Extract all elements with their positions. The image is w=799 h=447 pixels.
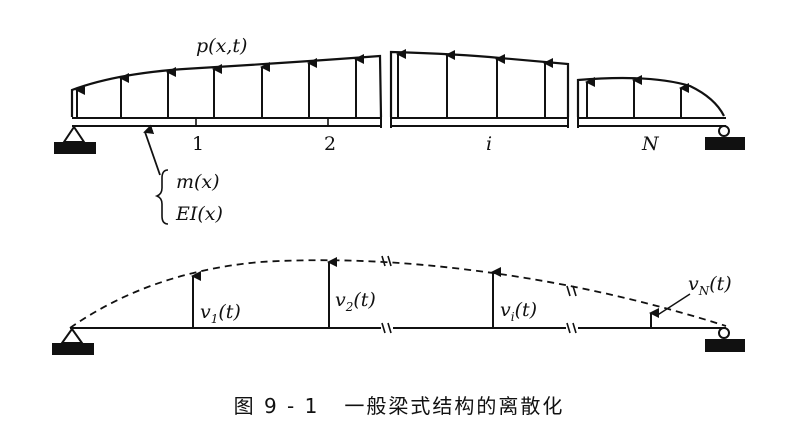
roller-support-top-right xyxy=(705,125,745,150)
v1-label-main: v xyxy=(200,301,211,323)
v2-label-main: v xyxy=(335,289,346,311)
v2-label-sub: 2 xyxy=(345,300,354,314)
v2-label: v2(t) xyxy=(335,289,376,314)
load-diagram xyxy=(70,49,725,118)
vn-label-sub: N xyxy=(698,284,710,298)
vi-label-arg: (t) xyxy=(515,299,537,321)
beam-top xyxy=(72,116,726,128)
vn-label: vN(t) xyxy=(688,273,732,298)
beam-break-marks xyxy=(381,255,577,334)
vi-label-main: v xyxy=(500,299,511,321)
v1-label: v1(t) xyxy=(200,301,241,326)
deflected-shape xyxy=(69,259,727,329)
load-label: p(x,t) xyxy=(196,35,247,57)
top-beam-figure: p(x,t) 1 2 i N m(x) EI(x) xyxy=(54,35,745,225)
v1-label-arg: (t) xyxy=(218,301,240,323)
vi-label-sub: i xyxy=(511,310,515,324)
pin-support-bottom-left xyxy=(52,327,94,355)
bottom-beam-figure: v1(t) v2(t) vi(t) vN(t) xyxy=(52,255,745,355)
v2-label-arg: (t) xyxy=(353,289,375,311)
v1-label-sub: 1 xyxy=(211,312,219,326)
vn-label-main: v xyxy=(688,273,699,295)
node-label-i: i xyxy=(486,133,492,155)
figure-caption: 图 9 - 1 一般梁式结构的离散化 xyxy=(234,394,565,418)
vn-label-arg: (t) xyxy=(709,273,731,295)
pin-support-top-left xyxy=(54,125,96,154)
vi-label: vi(t) xyxy=(500,299,537,324)
stiffness-label: EI(x) xyxy=(175,203,223,225)
node-label-2: 2 xyxy=(324,133,336,155)
node-label-n: N xyxy=(641,133,660,155)
mass-label: m(x) xyxy=(176,171,220,193)
roller-support-bottom-right xyxy=(705,327,745,352)
node-label-1: 1 xyxy=(192,133,204,155)
beam-property-pointer xyxy=(143,124,169,225)
